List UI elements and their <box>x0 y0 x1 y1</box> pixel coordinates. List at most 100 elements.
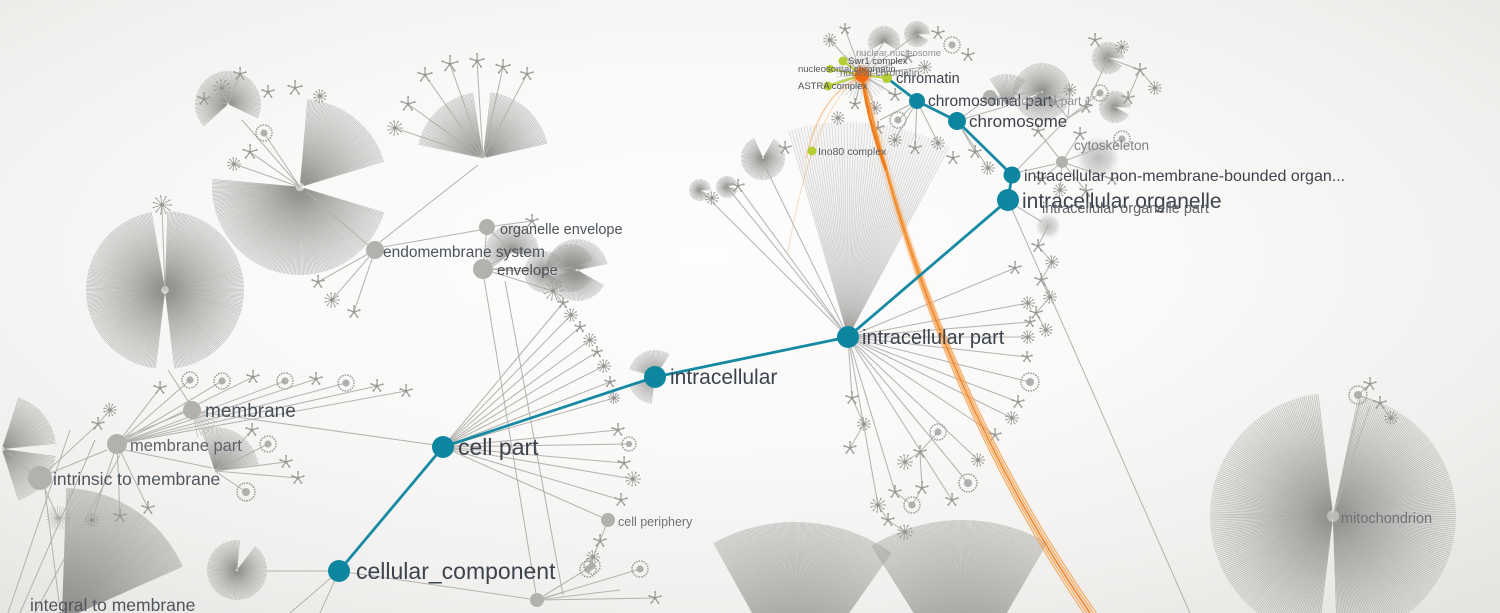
graph-edge <box>847 336 979 461</box>
tiny-label: nuclear nucleosome <box>856 48 941 59</box>
graph-edge <box>233 163 301 188</box>
graph-edge <box>482 268 554 292</box>
gray-node-label: chromosome part 1 <box>988 94 1092 108</box>
fan-cluster <box>164 210 245 369</box>
gray-hub-node[interactable] <box>473 259 493 279</box>
collapsed-node-glyph <box>593 534 607 547</box>
graph-edge <box>34 454 121 613</box>
gray-node-label: endomembrane system <box>383 244 545 261</box>
node-chromosome[interactable] <box>948 112 966 130</box>
graph-edge <box>847 336 896 493</box>
gray-hub-node[interactable] <box>1056 156 1068 168</box>
collapsed-node-glyph <box>309 372 323 385</box>
collapsed-node-glyph <box>839 23 851 35</box>
highlighted-orange-edges <box>787 60 1097 613</box>
node-intracellular-part[interactable] <box>837 326 859 348</box>
graph-edge <box>331 249 376 301</box>
graph-edge <box>199 411 436 446</box>
collapsed-node-glyph <box>1384 411 1398 425</box>
graph-edge <box>116 380 286 445</box>
graph-edge <box>861 33 918 76</box>
collapsed-node-glyph <box>227 157 241 171</box>
graph-edge <box>47 449 108 475</box>
collapsed-node-glyph <box>213 372 231 390</box>
node-nucleosomal-chromatin[interactable] <box>826 65 834 73</box>
collapsed-node-glyph <box>705 191 719 205</box>
collapsed-node-glyph <box>1043 290 1057 304</box>
graph-edge <box>307 192 369 246</box>
collapsed-node-glyph <box>823 33 837 47</box>
orange-arc-edge <box>805 77 859 159</box>
collapsed-node-glyph <box>903 496 921 514</box>
soft-blob <box>1076 136 1120 180</box>
collapsed-node-glyph <box>971 453 985 467</box>
node-swr1-complex[interactable] <box>838 56 848 66</box>
collapsed-node-glyph <box>313 89 327 103</box>
graph-edge <box>844 28 863 76</box>
collapsed-node-glyph <box>625 471 641 487</box>
collapsed-node-glyph <box>1348 385 1368 405</box>
graph-edge <box>1332 399 1361 517</box>
graph-edge <box>847 336 969 484</box>
graph-edge <box>849 423 865 449</box>
node-label-intracellular: intracellular <box>670 366 777 389</box>
gray-hub-node[interactable] <box>530 593 544 607</box>
gray-hub-node[interactable] <box>479 219 495 235</box>
collapsed-node-glyph <box>525 214 539 227</box>
graph-edge <box>1127 69 1141 99</box>
gray-hub-node[interactable] <box>107 434 127 454</box>
node-intracellular[interactable] <box>644 366 666 388</box>
graph-edge <box>887 519 906 533</box>
collapsed-node-glyphs <box>85 23 1398 604</box>
gray-hub-node[interactable] <box>983 90 997 104</box>
graph-edge <box>91 443 118 521</box>
collapsed-node-glyph <box>469 53 485 68</box>
collapsed-node-glyph <box>103 403 117 417</box>
node-label-intracellular-organelle: intracellular organelle <box>1022 190 1222 213</box>
collapsed-node-glyph <box>881 513 895 526</box>
collapsed-node-glyph <box>961 48 975 61</box>
fan-cluster <box>1099 91 1131 124</box>
collapsed-node-glyph <box>1031 239 1045 252</box>
collapsed-node-glyph <box>1373 396 1387 409</box>
gray-hub-node[interactable] <box>183 401 201 419</box>
graph-edge <box>861 66 926 76</box>
node-chromatin[interactable] <box>882 73 892 83</box>
collapsed-node-glyph <box>242 144 258 159</box>
node-intracellular-organelle[interactable] <box>997 189 1019 211</box>
node-cellular-component[interactable] <box>328 560 350 582</box>
fan-cluster <box>206 539 268 601</box>
node-cell-part[interactable] <box>432 436 454 458</box>
graph-edge <box>394 127 484 159</box>
node-astra-complex[interactable] <box>823 81 833 91</box>
highlighted-node-orange[interactable] <box>855 68 869 82</box>
node-label-chromosomal-part: chromosomal part <box>928 93 1053 110</box>
collapsed-node-glyph <box>843 441 857 454</box>
collapsed-node-glyph <box>897 454 913 470</box>
gray-hub-node[interactable] <box>28 466 52 490</box>
node-ino80-complex[interactable] <box>807 146 817 156</box>
graph-edge <box>536 589 621 601</box>
graph-edge <box>442 446 634 480</box>
collapsed-node-glyph <box>591 346 603 358</box>
fan-cluster <box>61 488 183 613</box>
node-intracellular-non-membrane-bounded-organelle[interactable] <box>1003 166 1021 184</box>
gray-hub-node[interactable] <box>601 513 615 527</box>
collapsed-node-glyph <box>1115 40 1129 54</box>
graph-edge <box>1332 405 1371 517</box>
collapsed-node-glyph <box>888 133 902 147</box>
gray-hub-node[interactable] <box>366 241 384 259</box>
graph-edge <box>214 461 287 472</box>
fan-cluster <box>1012 62 1072 105</box>
collapsed-node-glyph <box>901 50 915 63</box>
collapsed-node-glyph <box>1021 330 1035 344</box>
node-chromosomal-part[interactable] <box>909 93 925 109</box>
graph-edge <box>442 302 564 448</box>
graph-edge <box>1061 161 1087 192</box>
collapsed-node-glyph <box>1021 296 1035 310</box>
collapsed-node-glyph <box>614 493 628 506</box>
fan-cluster <box>194 70 262 127</box>
graph-edge <box>116 385 378 445</box>
